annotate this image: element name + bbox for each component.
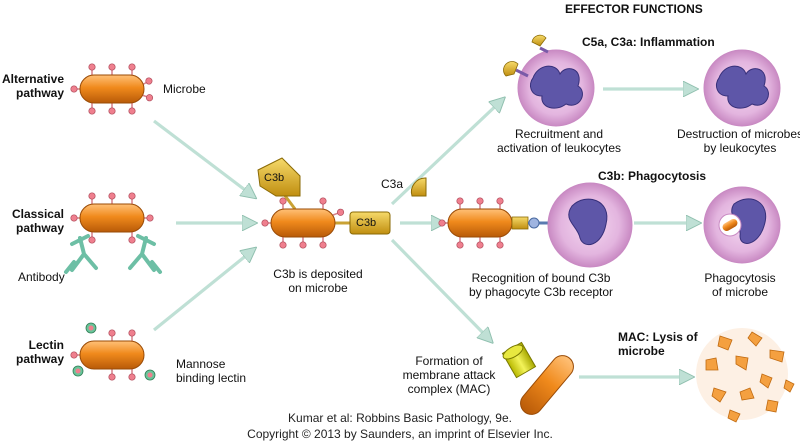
destruction-label: Destruction of microbes by leukocytes [676, 127, 800, 155]
recruitment-label: Recruitment and activation of leukocytes [496, 127, 622, 155]
c3b-receptor [528, 217, 540, 229]
mannose-binding-lectin-label: Mannose binding lectin [176, 357, 247, 385]
recognition-label: Recognition of bound C3b by phagocyte C3… [468, 271, 614, 299]
microbe-classical [70, 192, 154, 244]
c3b-label-top: C3b [264, 172, 285, 184]
mac-title: MAC: Lysis of microbe [618, 330, 698, 358]
arrow-alternative [153, 119, 253, 196]
lectin-pathway-label: Lectin pathway [15, 338, 64, 366]
phagocytosis-label: Phagocytosis of microbe [704, 271, 776, 299]
c3b-label-side: C3b [356, 217, 377, 229]
lysed-microbe-fragments [696, 328, 795, 423]
mac-complex [501, 341, 574, 415]
c3a-fragment [410, 177, 427, 197]
antibody-left [64, 234, 98, 274]
c3b-fragment-top [257, 157, 301, 197]
microbe-opsonized [438, 197, 529, 249]
c3b-deposited-label: C3b is deposited on microbe [273, 267, 363, 295]
phagocyte-receptor-cell [528, 182, 633, 268]
phagocytosis-title: C3b: Phagocytosis [598, 169, 707, 183]
inflammation-title: C5a, C3a: Inflammation [582, 35, 715, 49]
arrow-to-inflammation [390, 100, 502, 206]
leukocyte-recruitment [503, 34, 595, 127]
effector-functions-header: EFFECTOR FUNCTIONS [565, 2, 703, 16]
leukocyte-destruction [703, 49, 781, 127]
c3a-label: C3a [381, 177, 404, 191]
arrow-to-mac [390, 238, 490, 340]
mac-formation-label: Formation of membrane attack complex (MA… [402, 354, 496, 396]
phagocyte-engulfed [703, 186, 781, 264]
antibody-label: Antibody [18, 270, 65, 284]
microbe-lectin [70, 322, 156, 381]
antibody-right [128, 234, 162, 274]
arrow-lectin [152, 250, 253, 332]
caption-line-2: Copyright © 2013 by Saunders, an imprint… [247, 427, 553, 441]
classical-pathway-label: Classical pathway [11, 207, 64, 235]
microbe-label: Microbe [163, 82, 206, 96]
c3b-fragment-side [349, 211, 391, 235]
caption-line-1: Kumar et al: Robbins Basic Pathology, 9e… [288, 411, 512, 425]
microbe-alternative [70, 63, 155, 115]
pathway-arrows [152, 89, 697, 377]
microbe-central [261, 192, 351, 249]
alternative-pathway-label: Alternative pathway [1, 72, 64, 100]
